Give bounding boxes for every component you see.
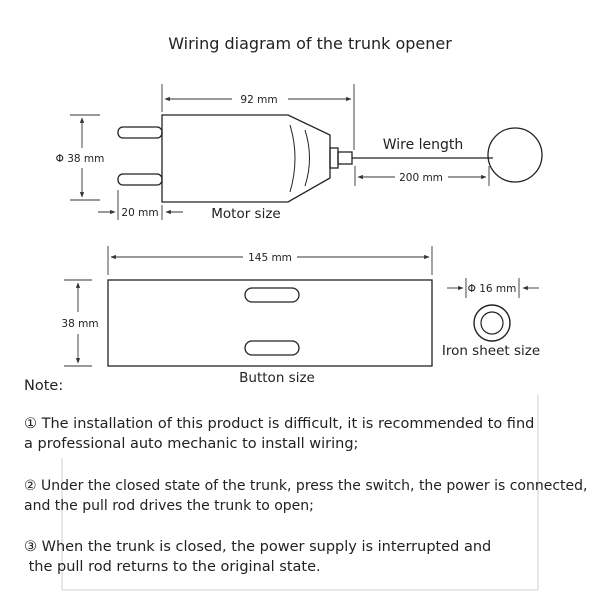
button-drawing (107, 279, 433, 367)
motor-dimensions (70, 84, 490, 220)
diagram-title: Wiring diagram of the trunk opener (168, 34, 452, 53)
notes-frame (61, 395, 539, 591)
motor-connector (329, 147, 339, 169)
iron-sheet-drawing (473, 304, 511, 342)
button-slot-top (244, 287, 300, 303)
notes-heading: Note: (24, 378, 64, 394)
wire-length-caption: Wire length (383, 137, 464, 153)
iron-sheet-outer (473, 304, 511, 342)
iron-sheet-inner (480, 311, 504, 335)
wire-end-circle (487, 127, 543, 183)
button-height-label: 38 mm (61, 318, 98, 330)
note-item-1-line-2: a professional auto mechanic to install … (24, 436, 359, 452)
button-dimensions (64, 246, 433, 367)
motor-connector (337, 151, 353, 165)
wire-length-label: 200 mm (399, 172, 443, 184)
motor-caption: Motor size (211, 206, 280, 222)
note-item-2-line-1: ② Under the closed state of the trunk, p… (24, 478, 588, 494)
note-item-2-line-2: and the pull rod drives the trunk to ope… (24, 498, 314, 514)
note-item-3-line-2: the pull rod returns to the original sta… (24, 559, 321, 575)
note-item-3: ③ When the trunk is closed, the power su… (24, 537, 491, 577)
note-item-1: ① The installation of this product is di… (24, 414, 534, 454)
iron-sheet-dimensions (447, 278, 539, 298)
motor-prong-bottom (117, 173, 163, 186)
button-slot-bottom (244, 340, 300, 356)
button-width-label: 145 mm (248, 252, 292, 264)
note-item-1-line-1: ① The installation of this product is di… (24, 416, 535, 432)
motor-drawing (117, 114, 543, 203)
motor-width-label: 92 mm (240, 94, 277, 106)
iron-sheet-caption: Iron sheet size (442, 343, 540, 359)
motor-prong-top (117, 126, 163, 139)
motor-prong-label: 20 mm (121, 207, 158, 219)
motor-body (161, 114, 331, 203)
iron-sheet-diameter-label: Φ 16 mm (468, 283, 517, 295)
motor-body-detail (289, 124, 296, 193)
motor-height-label: Φ 38 mm (56, 153, 105, 165)
motor-body-detail (304, 129, 310, 187)
note-item-2: ② Under the closed state of the trunk, p… (24, 476, 587, 516)
button-caption: Button size (239, 370, 315, 386)
button-body (107, 279, 433, 367)
note-item-3-line-1: ③ When the trunk is closed, the power su… (24, 539, 492, 555)
